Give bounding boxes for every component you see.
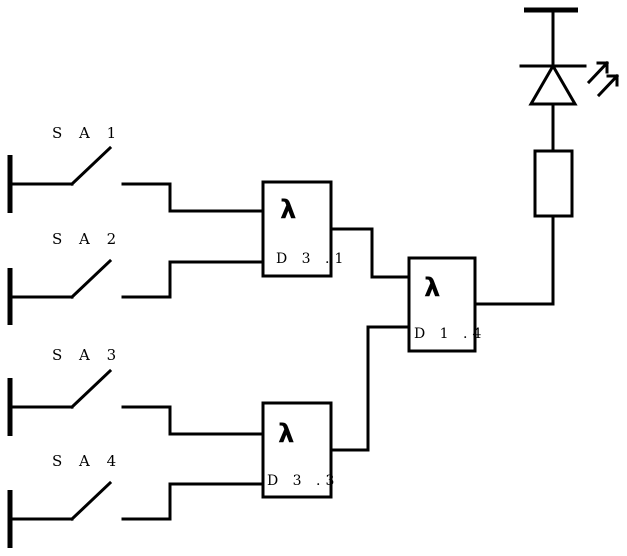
gate-d33-symbol: λ [278,419,294,449]
resistor [533,149,574,218]
gate-d33-label: D 3 .3 [267,473,339,489]
switch-sa1-label: S A 1 [52,124,122,142]
switch-sa4-blade [69,480,113,522]
gate-d31-label: D 3 .1 [276,251,348,267]
led-light-arrow-1 [586,60,610,85]
wire-d33-to-d14 [329,325,411,452]
switch-sa1-output-wire [121,182,265,213]
switch-sa3-blade [69,368,113,410]
switch-sa4-label: S A 4 [52,452,122,470]
switch-sa4-output-wire [121,482,265,521]
gate-d33: λ D 3 .3 [261,401,339,499]
led-light-arrow-2 [596,73,620,98]
switch-sa1: S A 1 [7,124,265,213]
gate-d14-label: D 1 .4 [414,326,486,342]
wire-d14-to-resistor [473,214,555,306]
switch-sa2: S A 2 [7,230,265,325]
gate-d14-box [407,256,477,353]
led [519,7,620,106]
switch-sa3-output-wire [121,405,265,436]
gate-d31-box [261,180,333,278]
gate-d31-symbol: λ [280,195,296,225]
wire-d31-to-d14 [329,227,411,279]
gate-d14: λ D 1 .4 [407,256,486,353]
switch-sa2-output-wire [121,260,265,299]
gate-d31: λ D 3 .1 [261,180,348,278]
switch-sa2-blade [69,258,113,300]
switch-sa1-blade [69,145,113,187]
led-light-arrow-1-head [596,61,609,74]
switch-sa4: S A 4 [7,452,265,548]
gate-d14-symbol: λ [424,273,440,303]
switch-sa3-label: S A 3 [52,346,122,364]
switch-sa3: S A 3 [7,346,265,436]
gate-d33-box [261,401,333,499]
switch-sa2-label: S A 2 [52,230,122,248]
led-triangle [528,63,578,106]
led-light-arrow-2-head [606,74,619,87]
